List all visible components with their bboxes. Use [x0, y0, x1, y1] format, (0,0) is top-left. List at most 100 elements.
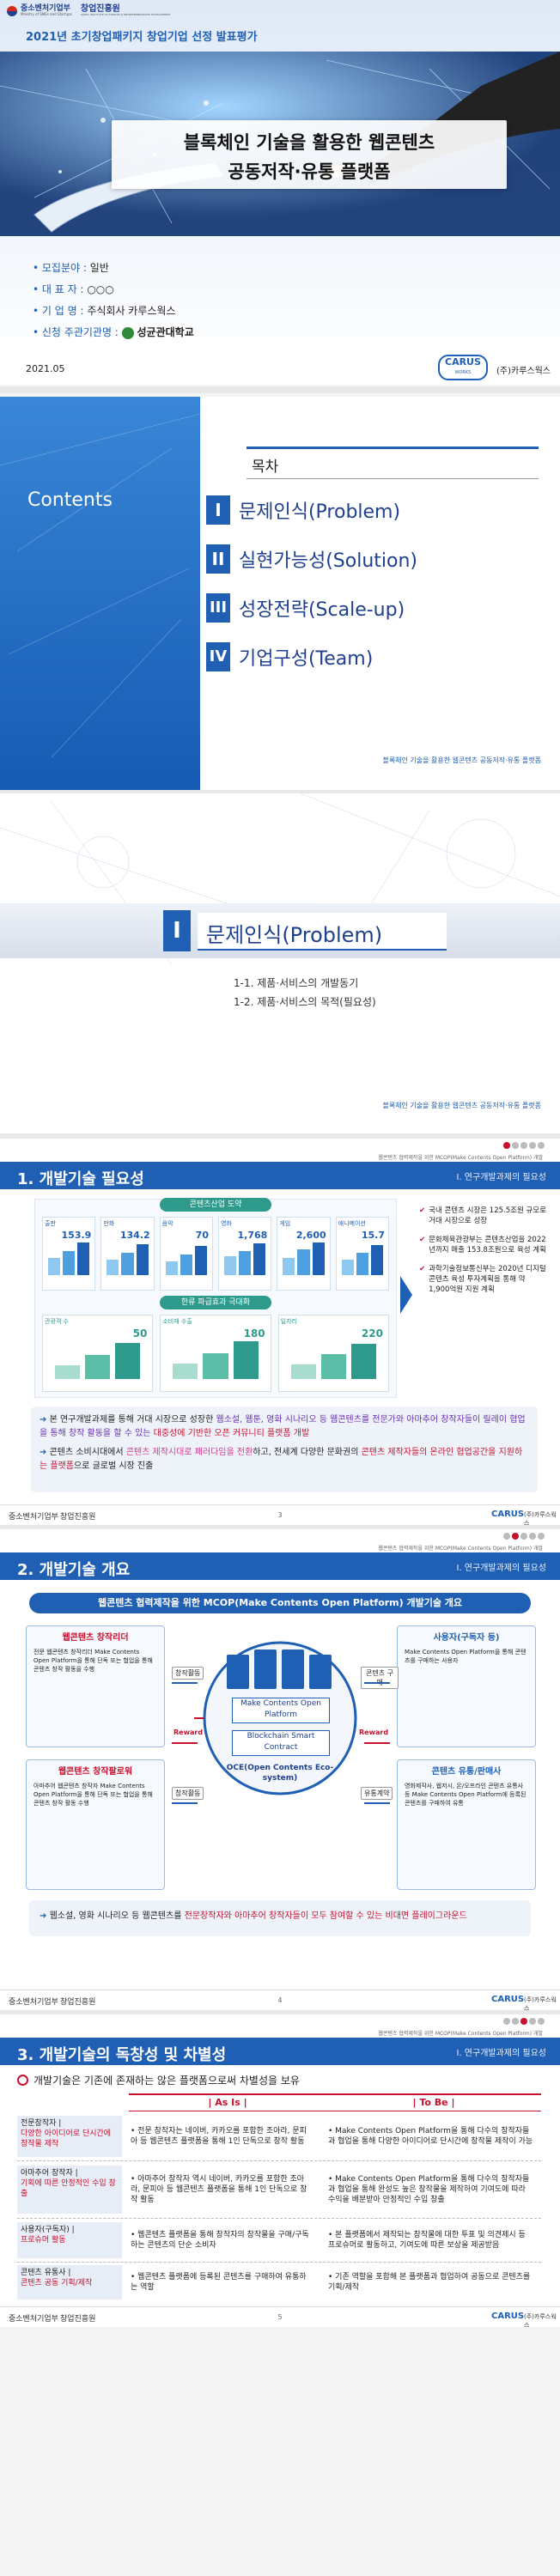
dot	[512, 2018, 519, 2025]
box-text: 영화제작사, 웹저시, 온/오프라인 콘텐츠 유통사 등 Make Conten…	[405, 1783, 527, 1807]
dot-active	[503, 1142, 510, 1149]
mini-bars	[43, 1241, 94, 1275]
key-points: ✔국내 콘텐츠 시장은 125.5조원 규모로 거대 시장으로 성장 ✔문화체육…	[419, 1206, 548, 1295]
footer-agency-2: 창업진흥원	[60, 2315, 96, 2324]
footer-company: (주)카루스웍스	[524, 1996, 557, 2010]
mini-bar	[223, 1256, 237, 1275]
info-value: 일반	[89, 262, 109, 274]
section-title: 문제인식(Problem)	[206, 923, 383, 947]
skku-icon	[121, 326, 134, 339]
slide-footer-bar: 중소벤처기업부 창업진흥원 5 CARUS (주)카루스웍스	[0, 2306, 560, 2327]
dot	[538, 2018, 545, 2025]
row-header-sub: 기획에 따른 안정적인 수입 창출	[21, 2179, 116, 2198]
card-value: 50	[132, 1327, 148, 1340]
industry-card: 출판 153.9	[42, 1217, 96, 1291]
flow-label: 콘텐츠 구매	[361, 1667, 399, 1689]
info-list: • 모집분야 : 일반 • 대 표 자 : ○○○ • 기 업 명 : 주식회사…	[33, 258, 194, 343]
summary-text: 콘텐츠 소비시대에서	[49, 1448, 126, 1457]
summary-text: 를 전문가와 아마추어 창작자들이 릴레이 협업을 통해 창작 활동을 할 수 …	[40, 1415, 526, 1438]
carus-logo-sub: WORKS	[454, 370, 472, 375]
dot	[529, 1142, 536, 1149]
card-value: 180	[243, 1327, 265, 1340]
box-title: 웹콘텐츠 창작리더	[62, 1633, 129, 1643]
tobe-text: 본 플랫폼에서 제작되는 창작물에 대한 투표 및 의견제시 등 프로슈머로 활…	[328, 2231, 526, 2250]
slide-gap	[0, 1133, 560, 1140]
col-asis: | As Is |	[208, 2097, 247, 2108]
roman-badge: IV	[206, 642, 230, 671]
card-value: 134.2	[119, 1230, 150, 1241]
distributor-box: 콘텐츠 유통/판매사 영화제작사, 웹저시, 온/오프라인 콘텐츠 유통사 등 …	[397, 1759, 536, 1890]
core-platform-label: Make Contents Open Platform	[240, 1699, 321, 1719]
slide-footer-bar: 중소벤처기업부 창업진흥원 3 CARUS (주)카루스웍스	[0, 1504, 560, 1525]
contents-slide: Contents 목차 I 문제인식(Problem) II 실현가능성(Sol…	[0, 397, 560, 790]
dot	[503, 1533, 510, 1540]
slide-title: 3. 개발기술의 독창성 및 차별성	[17, 2046, 227, 2064]
creator-leader-box: 웹콘텐츠 창작리더 전문 웹콘텐츠 창작리더 Make Contents Ope…	[26, 1625, 165, 1747]
info-label: • 대 표 자 :	[33, 283, 84, 295]
flow-label-reward: Reward	[359, 1728, 389, 1736]
toc-heading: 목차	[247, 447, 539, 479]
row-header-title: 전문창작자 |	[21, 2119, 62, 2128]
section-sub-item: 1-1. 제품·서비스의 개발동기	[234, 977, 359, 989]
summary-highlight: 대중성에 기반한 오픈 커뮤니티 플랫폼 개발	[153, 1429, 310, 1438]
footer-agency-2: 창업진흥원	[60, 1513, 96, 1522]
necessity-slide: 웹콘텐츠 협력제작을 위한 MCOP(Make Contents Open Pl…	[0, 1139, 560, 1525]
footer-company: (주)카루스웍스	[524, 1511, 557, 1525]
key-point-text: 문화체육관광부는 콘텐츠산업을 2022년까지 매출 153.8조원으로 육성 …	[429, 1236, 546, 1255]
card-label: 출판	[45, 1220, 56, 1227]
section-sub-item: 1-2. 제품·서비스의 목적(필요성)	[234, 996, 376, 1008]
toc-item[interactable]: II 실현가능성(Solution)	[206, 544, 417, 574]
summary-line: ➔ 콘텐츠 소비시대에서 콘텐츠 제작시대로 패러다임을 전환하고, 전세계 다…	[40, 1446, 529, 1473]
arrow-left-icon	[364, 1802, 390, 1804]
toc-item[interactable]: IV 기업구성(Team)	[206, 642, 417, 671]
arrow-right-icon	[172, 1802, 198, 1804]
asis-cell: • 전문 창작자는 네이버, 카카오를 포함한 조아라, 문피아 등 웹콘텐츠 …	[131, 2127, 307, 2146]
row-header-title: 아마추어 창작자 |	[21, 2169, 78, 2178]
card-value: 15.7	[361, 1230, 385, 1241]
slide-footer: 블록체인 기술을 활용한 웹콘텐츠 공동저작·유통 플랫폼	[382, 1102, 541, 1109]
slide-gap	[0, 2010, 560, 2017]
hallyu-card: 관광객 수 50	[42, 1315, 154, 1392]
slide-tag: I. 연구개발과제의 필요성	[456, 1564, 547, 1573]
card-label: 영화	[220, 1220, 232, 1227]
row-header: 전문창작자 | 다양한 아이디어로 단시간에 창작물 제작	[17, 2116, 122, 2157]
asis-cell: • 아마추어 창작자 역시 네이버, 카카오를 포함한 조아라, 문피아 등 웹…	[131, 2175, 307, 2204]
row-header: 콘텐츠 유통사 | 콘텐츠 공동 기획/제작	[17, 2265, 122, 2300]
box-title: 웹콘텐츠 창작팔로워	[58, 1767, 133, 1777]
toc-item[interactable]: I 문제인식(Problem)	[206, 495, 417, 525]
dot-active	[512, 1533, 519, 1540]
card-value: 70	[195, 1230, 209, 1241]
industry-card: 영화 1,768	[217, 1217, 272, 1291]
toc-heading-text: 목차	[252, 459, 279, 476]
toc-item-label: 성장전략(Scale-up)	[239, 599, 405, 621]
toc-item-label: 기업구성(Team)	[239, 648, 374, 670]
info-label: • 신청 주관기관명 :	[33, 326, 119, 338]
dot-active	[520, 2018, 527, 2025]
roman-badge: III	[206, 593, 230, 623]
arrow-right-icon	[400, 1276, 412, 1314]
asis-text: 전문 창작자는 네이버, 카카오를 포함한 조아라, 문피아 등 웹콘텐츠 플랫…	[131, 2127, 307, 2146]
mini-bars	[161, 1241, 212, 1275]
agency-right-sub: KOREA INSTITUTE OF STARTUP & ENTREPRENEU…	[80, 13, 171, 16]
card-value: 2,600	[295, 1230, 326, 1241]
agency-left-name: 중소벤처기업부	[21, 4, 70, 13]
row-header-title: 콘텐츠 유통사 |	[21, 2269, 71, 2277]
toc-item[interactable]: III 성장전략(Scale-up)	[206, 593, 417, 623]
arrow-bullet-icon: ➔	[40, 1448, 47, 1457]
box-title: 콘텐츠 유통/판매사	[431, 1767, 502, 1777]
table-row: 전문창작자 | 다양한 아이디어로 단시간에 창작물 제작 • 전문 창작자는 …	[17, 2112, 541, 2161]
top-note: 웹콘텐츠 협력제작을 위한 MCOP(Make Contents Open Pl…	[378, 1546, 543, 1552]
summary-text: 으로 글로벌 시장 진출	[73, 1461, 154, 1471]
tobe-cell: • 본 플랫폼에서 제작되는 창작물에 대한 투표 및 의견제시 등 프로슈머로…	[328, 2231, 526, 2250]
differentiation-slide: 웹콘텐츠 협력제작을 위한 MCOP(Make Contents Open Pl…	[0, 2014, 560, 2327]
tobe-text: 기존 역할을 포함해 본 플랫폼과 협업하여 공동으로 콘텐츠를 기획/제작	[328, 2273, 531, 2292]
mini-bar	[107, 1260, 119, 1275]
card-label: 애니메이션	[338, 1220, 366, 1227]
info-value: 성균관대학교	[137, 326, 194, 338]
overview-slide: 웹콘텐츠 협력제작을 위한 MCOP(Make Contents Open Pl…	[0, 1529, 560, 2010]
circle-bullet-icon	[17, 2075, 28, 2086]
flow-label-reward: Reward	[173, 1728, 204, 1736]
subtitle-text: 개발기술은 기존에 존재하는 않은 플랫폼으로써 차별성을 보유	[33, 2075, 300, 2087]
footer-carus-logo: CARUS	[491, 2312, 525, 2321]
table-row: 사용자(구독자) | 프로슈머 활동 • 웹콘텐츠 플랫폼을 통해 창작자의 창…	[17, 2219, 541, 2263]
